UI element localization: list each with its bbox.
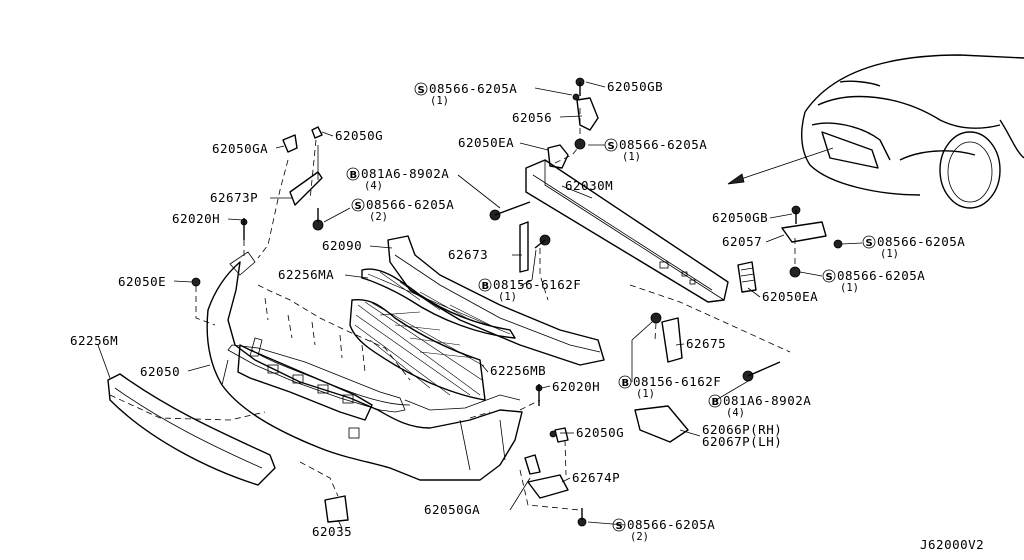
svg-text:B: B [712, 397, 720, 408]
callout-s-right2: S 08566-6205A (1) [822, 268, 925, 294]
label-62675: 62675 [686, 336, 726, 351]
brackets [282, 97, 827, 523]
fasteners [191, 77, 843, 527]
label-62256MA: 62256MA [278, 267, 334, 282]
svg-text:S: S [866, 238, 873, 249]
energy-absorber [387, 235, 605, 366]
callout-b-right: B 081A6-8902A (4) [708, 393, 811, 419]
label-62030M: 62030M [565, 178, 613, 193]
svg-text:(4): (4) [364, 180, 383, 192]
svg-text:(2): (2) [369, 211, 388, 223]
svg-text:08566-6205A: 08566-6205A [627, 517, 715, 532]
svg-text:B: B [350, 170, 358, 181]
svg-text:(1): (1) [622, 151, 641, 163]
callout-b-top: B 081A6-8902A (4) [346, 166, 449, 192]
label-62050GA-top: 62050GA [212, 141, 268, 156]
label-62056: 62056 [512, 110, 552, 125]
label-62050GA-bottom: 62050GA [424, 502, 480, 517]
svg-text:(1): (1) [498, 291, 517, 303]
callout-s-top-left: S 08566-6205A (1) [414, 81, 517, 107]
svg-text:S: S [616, 521, 623, 532]
svg-text:08566-6205A: 08566-6205A [619, 137, 707, 152]
label-62050GB-top: 62050GB [607, 79, 663, 94]
svg-text:B: B [622, 378, 630, 389]
label-62256M: 62256M [70, 333, 118, 348]
svg-text:08566-6205A: 08566-6205A [837, 268, 925, 283]
upper-grille [361, 268, 516, 339]
svg-text:S: S [355, 201, 362, 212]
assembly-lines [109, 108, 796, 511]
svg-text:(4): (4) [726, 407, 745, 419]
label-62050G-top: 62050G [335, 128, 383, 143]
label-62050EA-top: 62050EA [458, 135, 514, 150]
callout-s-left: S 08566-6205A (2) [351, 197, 454, 223]
svg-text:(2): (2) [630, 531, 649, 543]
leader-lines [97, 81, 863, 529]
svg-text:(1): (1) [840, 282, 859, 294]
svg-text:08156-6162F: 08156-6162F [633, 374, 721, 389]
label-62673: 62673 [448, 247, 488, 262]
part-labels: 62050GA 62050G 62673P 62020H 62050E 6225… [70, 79, 984, 552]
label-62066P: 62066P(RH) [702, 422, 782, 437]
label-62020H-bottom: 62020H [552, 379, 600, 394]
callouts: S 08566-6205A (1) S 08566-6205A (1) B 08… [346, 81, 965, 543]
svg-text:B: B [482, 281, 490, 292]
reinforcement-bar [525, 144, 729, 303]
label-62067P: 62067P(LH) [702, 434, 782, 449]
label-62050GB-right: 62050GB [712, 210, 768, 225]
svg-text:081A6-8902A: 081A6-8902A [723, 393, 811, 408]
label-62256MB: 62256MB [490, 363, 546, 378]
direction-arrow [727, 147, 834, 185]
front-lip-spoiler [107, 373, 276, 486]
svg-text:(1): (1) [636, 388, 655, 400]
callout-b-low: B 08156-6162F (1) [618, 374, 721, 400]
svg-text:(1): (1) [430, 95, 449, 107]
label-62050: 62050 [140, 364, 180, 379]
svg-text:08566-6205A: 08566-6205A [429, 81, 517, 96]
svg-text:S: S [826, 272, 833, 283]
car-illustration [801, 54, 1024, 209]
label-62090: 62090 [322, 238, 362, 253]
callout-s-right1: S 08566-6205A (1) [862, 234, 965, 260]
callout-b-mid: B 08156-6162F (1) [478, 277, 581, 303]
svg-text:081A6-8902A: 081A6-8902A [361, 166, 449, 181]
callout-s-top-right: S 08566-6205A (1) [604, 137, 707, 163]
svg-text:S: S [418, 85, 425, 96]
callout-s-bottom: S 08566-6205A (2) [612, 517, 715, 543]
label-62057: 62057 [722, 234, 762, 249]
bumper-fascia [206, 251, 523, 481]
svg-text:08566-6205A: 08566-6205A [366, 197, 454, 212]
lower-grille [349, 298, 486, 401]
label-62674P: 62674P [572, 470, 620, 485]
svg-text:S: S [608, 141, 615, 152]
label-62050G-bottom: 62050G [576, 425, 624, 440]
svg-text:(1): (1) [880, 248, 899, 260]
label-62035: 62035 [312, 524, 352, 539]
label-62050E: 62050E [118, 274, 166, 289]
label-62050EA-right: 62050EA [762, 289, 818, 304]
label-62020H-top: 62020H [172, 211, 220, 226]
label-62673P: 62673P [210, 190, 258, 205]
diagram-code: J62000V2 [920, 537, 984, 552]
svg-text:08566-6205A: 08566-6205A [877, 234, 965, 249]
svg-text:08156-6162F: 08156-6162F [493, 277, 581, 292]
